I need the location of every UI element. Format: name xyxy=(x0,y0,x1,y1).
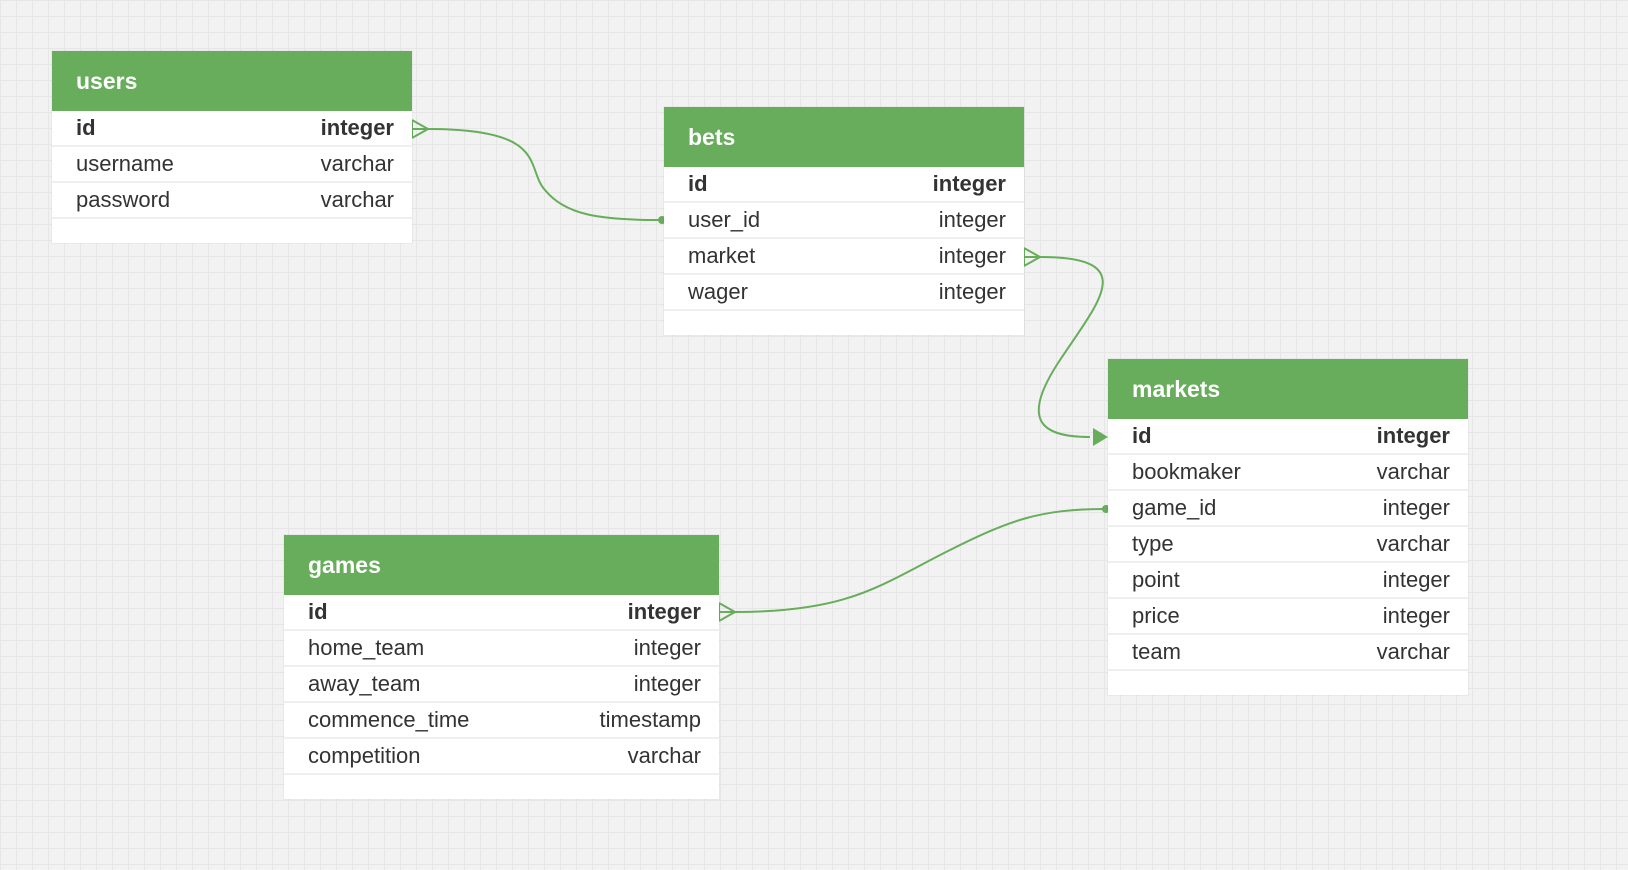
column-row[interactable]: bookmaker varchar xyxy=(1108,455,1468,491)
column-row[interactable]: id integer xyxy=(664,167,1024,203)
column-row[interactable]: market integer xyxy=(664,239,1024,275)
crowfoot-games-id-icon xyxy=(718,602,736,622)
column-row[interactable]: wager integer xyxy=(664,275,1024,311)
table-footer xyxy=(284,775,719,799)
column-name: home_team xyxy=(308,635,425,660)
column-type: integer xyxy=(633,635,701,660)
column-type: varchar xyxy=(1376,459,1450,484)
crowfoot-users-id-icon xyxy=(411,119,429,139)
column-row[interactable]: competition varchar xyxy=(284,739,719,775)
column-type: integer xyxy=(938,207,1006,232)
link-bets-markets xyxy=(1037,256,1104,438)
column-row[interactable]: commence_time timestamp xyxy=(284,703,719,739)
table-header-users[interactable]: users xyxy=(52,51,412,111)
column-row[interactable]: type varchar xyxy=(1108,527,1468,563)
table-header-games[interactable]: games xyxy=(284,535,719,595)
table-header-bets[interactable]: bets xyxy=(664,107,1024,167)
column-type: varchar xyxy=(627,743,701,768)
table-footer xyxy=(52,219,412,243)
column-name: competition xyxy=(308,743,421,768)
column-name: id xyxy=(688,171,708,196)
table-header-markets[interactable]: markets xyxy=(1108,359,1468,419)
column-type: integer xyxy=(1382,603,1450,628)
column-row[interactable]: id integer xyxy=(1108,419,1468,455)
column-type: varchar xyxy=(1376,639,1450,664)
table-footer xyxy=(1108,671,1468,695)
column-row[interactable]: price integer xyxy=(1108,599,1468,635)
column-name: user_id xyxy=(688,207,761,232)
column-type: integer xyxy=(633,671,701,696)
column-row[interactable]: home_team integer xyxy=(284,631,719,667)
column-type: integer xyxy=(938,279,1006,304)
column-type: integer xyxy=(932,171,1006,196)
table-footer xyxy=(664,311,1024,335)
table-markets[interactable]: markets id integer bookmaker varchar gam… xyxy=(1108,359,1468,695)
column-row[interactable]: password varchar xyxy=(52,183,412,219)
crowfoot-bets-market-icon xyxy=(1023,247,1041,267)
link-markets-games xyxy=(734,508,1107,613)
column-type: timestamp xyxy=(599,707,701,732)
column-type: varchar xyxy=(1376,531,1450,556)
column-row[interactable]: id integer xyxy=(52,111,412,147)
column-name: team xyxy=(1132,639,1181,664)
column-type: varchar xyxy=(320,151,394,176)
column-name: away_team xyxy=(308,671,421,696)
column-type: integer xyxy=(1376,423,1450,448)
column-type: integer xyxy=(627,599,701,624)
column-type: integer xyxy=(1382,495,1450,520)
table-users[interactable]: users id integer username varchar passwo… xyxy=(52,51,412,243)
table-games[interactable]: games id integer home_team integer away_… xyxy=(284,535,719,799)
column-row[interactable]: point integer xyxy=(1108,563,1468,599)
column-name: market xyxy=(688,243,756,268)
column-row[interactable]: team varchar xyxy=(1108,635,1468,671)
column-name: id xyxy=(76,115,96,140)
column-row[interactable]: away_team integer xyxy=(284,667,719,703)
column-row[interactable]: id integer xyxy=(284,595,719,631)
column-name: price xyxy=(1132,603,1180,628)
column-row[interactable]: user_id integer xyxy=(664,203,1024,239)
column-name: point xyxy=(1132,567,1180,592)
arrow-markets-id-icon xyxy=(1093,428,1108,446)
column-name: id xyxy=(308,599,328,624)
column-name: bookmaker xyxy=(1132,459,1241,484)
column-name: password xyxy=(76,187,171,212)
table-bets[interactable]: bets id integer user_id integer market i… xyxy=(664,107,1024,335)
column-row[interactable]: game_id integer xyxy=(1108,491,1468,527)
column-name: username xyxy=(76,151,174,176)
column-type: integer xyxy=(938,243,1006,268)
column-type: varchar xyxy=(320,187,394,212)
link-users-bets xyxy=(427,128,661,221)
column-type: integer xyxy=(320,115,394,140)
column-type: integer xyxy=(1382,567,1450,592)
column-name: wager xyxy=(688,279,748,304)
column-name: commence_time xyxy=(308,707,470,732)
column-name: game_id xyxy=(1132,495,1217,520)
column-row[interactable]: username varchar xyxy=(52,147,412,183)
column-name: id xyxy=(1132,423,1152,448)
column-name: type xyxy=(1132,531,1174,556)
